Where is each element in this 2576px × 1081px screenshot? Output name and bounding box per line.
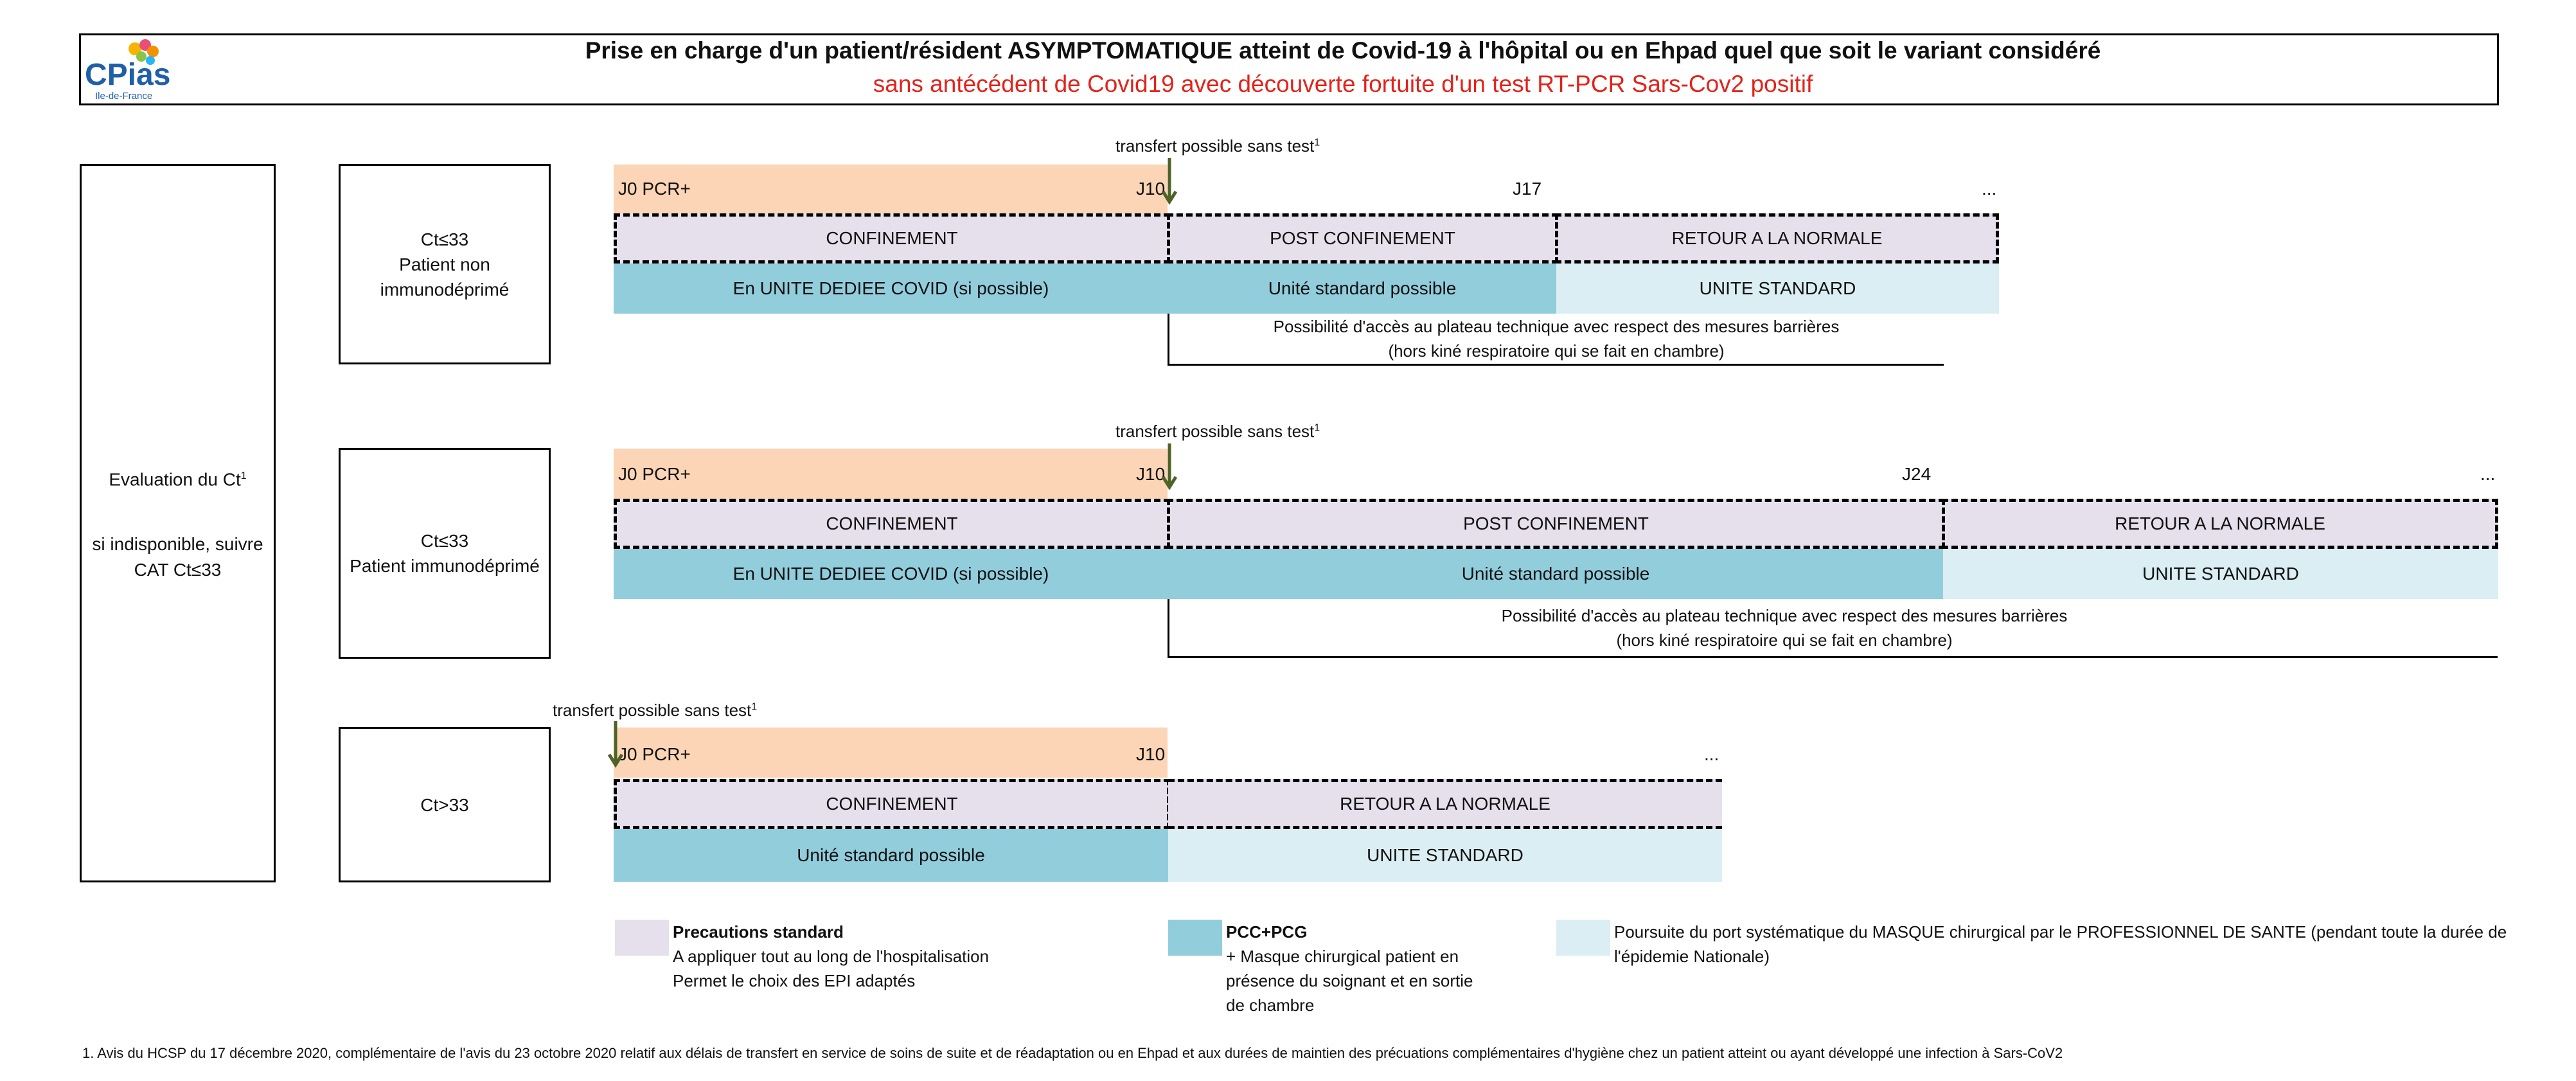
- note-underline: [1168, 364, 1944, 366]
- logo-text: CPias: [85, 58, 170, 92]
- phase-retour-normale: RETOUR A LA NORMALE: [1555, 213, 1999, 264]
- phase-post-confinement: POST CONFINEMENT: [1167, 213, 1558, 264]
- phase-confinement: CONFINEMENT: [614, 499, 1170, 549]
- transfer-label: transfert possible sans test1: [1115, 136, 1320, 156]
- legend-pcc-pcg: PCC+PCG + Masque chirurgical patient en …: [1226, 922, 1473, 1015]
- unit-dediee-covid: En UNITE DEDIEE COVID (si possible): [614, 264, 1168, 314]
- row-label-ct-gt33: Ct>33: [339, 727, 551, 882]
- unit-standard: UNITE STANDARD: [1556, 264, 1999, 314]
- ellipsis: ...: [2480, 464, 2496, 484]
- transfer-arrow-icon: [607, 721, 624, 768]
- transfer-arrow-icon: [1161, 443, 1178, 490]
- legend-swatch-masque: [1556, 920, 1610, 956]
- timeline-peach-bar: [614, 449, 1168, 499]
- transfer-label: transfert possible sans test1: [553, 701, 758, 720]
- legend-masque: Poursuite du port systématique du MASQUE…: [1614, 922, 2507, 966]
- phase-confinement: CONFINEMENT: [614, 779, 1170, 829]
- day-j17: J17: [1513, 179, 1542, 199]
- page-subtitle: sans antécédent de Covid19 avec découver…: [873, 71, 1813, 97]
- legend-standard: Precautions standard A appliquer tout au…: [673, 922, 990, 990]
- ellipsis: ...: [1982, 179, 1997, 199]
- legend-swatch-pcc-pcg: [1168, 920, 1222, 956]
- note-line1: Possibilité d'accès au plateau technique…: [1501, 605, 2068, 625]
- logo-subtext: Ile-de-France: [95, 91, 152, 102]
- day-j24: J24: [1902, 464, 1932, 484]
- unit-standard-possible: Unité standard possible: [1168, 264, 1556, 314]
- day-j10: J10: [1136, 179, 1166, 199]
- note-line1: Possibilité d'accès au plateau technique…: [1273, 316, 1840, 336]
- title-box: [79, 33, 2499, 105]
- transfer-label: transfert possible sans test1: [1115, 422, 1320, 441]
- timeline-peach-bar: [614, 165, 1168, 215]
- evaluation-line1: Evaluation du Ct1: [109, 469, 247, 490]
- unit-standard-possible: Unité standard possible: [614, 829, 1168, 882]
- day-j0: J0 PCR+: [618, 464, 691, 484]
- footnote: 1. Avis du HCSP du 17 décembre 2020, com…: [82, 1045, 2063, 1061]
- timeline-peach-bar: [614, 728, 1168, 778]
- day-j10: J10: [1136, 744, 1166, 764]
- unit-dediee-covid: En UNITE DEDIEE COVID (si possible): [614, 549, 1168, 599]
- evaluation-line3: CAT Ct≤33: [134, 559, 222, 580]
- note-line2: (hors kiné respiratoire qui se fait en c…: [1388, 341, 1725, 361]
- day-j0: J0 PCR+: [618, 744, 691, 764]
- note-underline: [1168, 656, 2498, 658]
- note-bracket-left: [1168, 599, 1169, 658]
- unit-standard: UNITE STANDARD: [1168, 829, 1722, 882]
- note-bracket-left: [1168, 314, 1169, 365]
- phase-post-confinement: POST CONFINEMENT: [1167, 499, 1945, 549]
- unit-standard-possible: Unité standard possible: [1168, 549, 1943, 599]
- ellipsis: ...: [1704, 744, 1719, 764]
- phase-confinement: CONFINEMENT: [614, 213, 1170, 264]
- unit-standard: UNITE STANDARD: [1943, 549, 2498, 599]
- evaluation-line2: si indisponible, suivre: [92, 533, 263, 554]
- day-j10: J10: [1136, 464, 1166, 484]
- cpias-logo: CPias Ile-de-France: [85, 37, 188, 102]
- evaluation-box: Evaluation du Ct1 si indisponible, suivr…: [80, 164, 276, 882]
- phase-retour-normale: RETOUR A LA NORMALE: [1168, 779, 1722, 829]
- page-title: Prise en charge d'un patient/résident AS…: [585, 37, 2101, 64]
- phase-retour-normale: RETOUR A LA NORMALE: [1942, 499, 2498, 549]
- day-j0: J0 PCR+: [618, 179, 691, 199]
- note-line2: (hors kiné respiratoire qui se fait en c…: [1616, 630, 1953, 650]
- transfer-arrow-icon: [1161, 158, 1178, 205]
- legend-swatch-standard: [615, 920, 669, 956]
